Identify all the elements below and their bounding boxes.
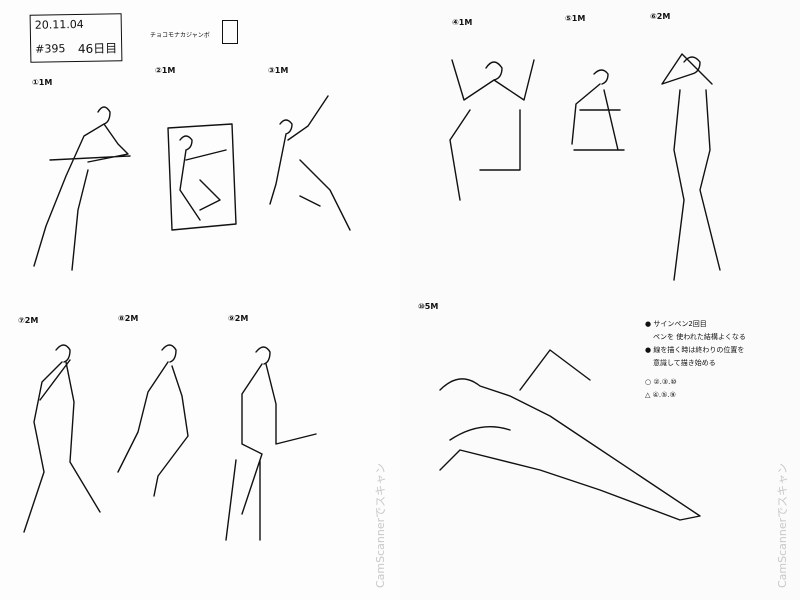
note-line: ● サインペン2回目 — [645, 320, 707, 328]
sketch-1 — [33, 106, 131, 271]
note-line: ● 線を描く時は終わりの位置を — [645, 346, 745, 354]
watermark: CamScannerでスキャン — [776, 462, 789, 588]
sketch-6 — [661, 53, 721, 281]
sketch-5 — [571, 69, 625, 151]
pose-label: ⑤1M — [565, 14, 586, 23]
left-page — [0, 0, 400, 600]
rating-good: ○ ②.③.⑩ — [645, 378, 677, 386]
rating-fair: △ ④.⑤.⑨ — [645, 391, 676, 399]
pose-label: ③1M — [268, 66, 289, 75]
note-line: ペンを 使われた結構よくなる — [653, 333, 746, 341]
sketch-9 — [225, 346, 317, 541]
pose-label: ⑦2M — [18, 316, 39, 325]
note-line: 意識して描き始める — [653, 359, 716, 367]
watermark: CamScannerでスキャン — [374, 462, 387, 588]
pose-label: ⑥2M — [650, 12, 671, 21]
snack-note: チョコモナカジャンボ — [150, 32, 210, 39]
right-page — [400, 0, 800, 600]
pose-label: ④1M — [452, 18, 473, 27]
sketch-10 — [439, 349, 701, 521]
sketch-2 — [167, 123, 237, 231]
pose-label: ⑧2M — [118, 314, 139, 323]
pose-label: ①1M — [32, 78, 53, 87]
pose-label: ⑨2M — [228, 314, 249, 323]
ice-cream-doodle — [222, 20, 238, 44]
sketch-8 — [117, 344, 189, 497]
pose-label: ⑩5M — [418, 302, 439, 311]
sketch-3 — [269, 95, 351, 231]
pose-label: ②1M — [155, 66, 176, 75]
sketch-7 — [23, 344, 101, 533]
notes: ● サインペン2回目 ペンを 使われた結構よくなる ● 線を描く時は終わりの位置… — [645, 318, 746, 402]
sketch-4 — [449, 59, 535, 201]
